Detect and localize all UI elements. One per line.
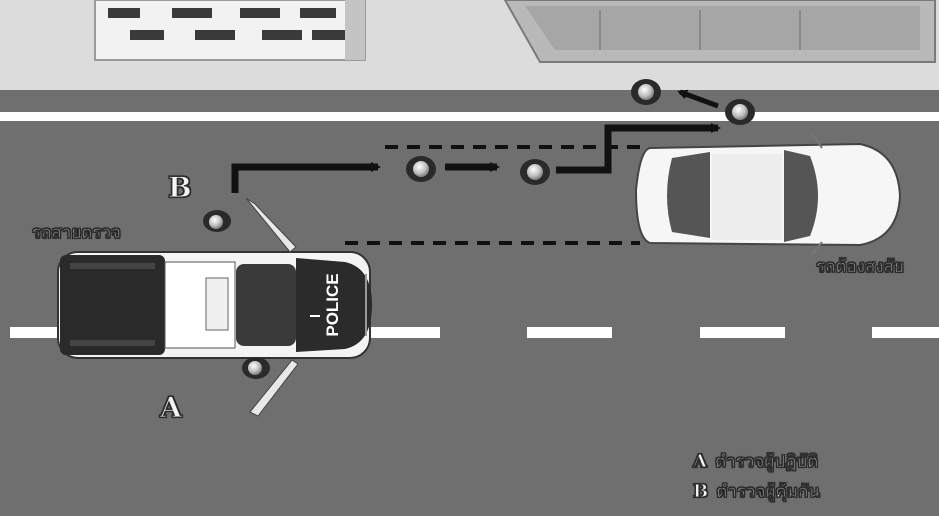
building-left [95, 0, 365, 60]
officer-b-position-3 [520, 159, 550, 185]
officer-b-label: B [168, 171, 192, 204]
legend-key: B [693, 481, 708, 502]
officer-b-position-5 [631, 79, 661, 105]
light-bar [206, 278, 228, 330]
officer-b-position-4 [725, 99, 755, 125]
suspect-car-label: รถต้องสงสัย [816, 253, 904, 280]
road-edge-line [0, 112, 939, 121]
officer-b-position-2 [406, 156, 436, 182]
legend-text: ตำรวจผู้คุ้มกัน [716, 482, 820, 502]
police-door-text: POLICE [323, 273, 342, 336]
suspect-car [636, 134, 900, 254]
patrol-car-label: รถสายตรวจ [32, 219, 121, 246]
windshield [236, 264, 296, 346]
legend-text: ตำรวจผู้ปฏิบัติ [715, 452, 818, 472]
legend-item-a: A ตำรวจผู้ปฏิบัติ [693, 447, 820, 477]
legend-key: A [693, 451, 707, 472]
legend-item-b: B ตำรวจผู้คุ้มกัน [693, 477, 820, 507]
officer-a [242, 357, 270, 379]
rear-window [667, 152, 710, 238]
legend: A ตำรวจผู้ปฏิบัติ B ตำรวจผู้คุ้มกัน [693, 447, 820, 507]
officer-a-label: A [160, 391, 182, 424]
officer-b [203, 210, 231, 232]
building-right [505, 0, 935, 62]
